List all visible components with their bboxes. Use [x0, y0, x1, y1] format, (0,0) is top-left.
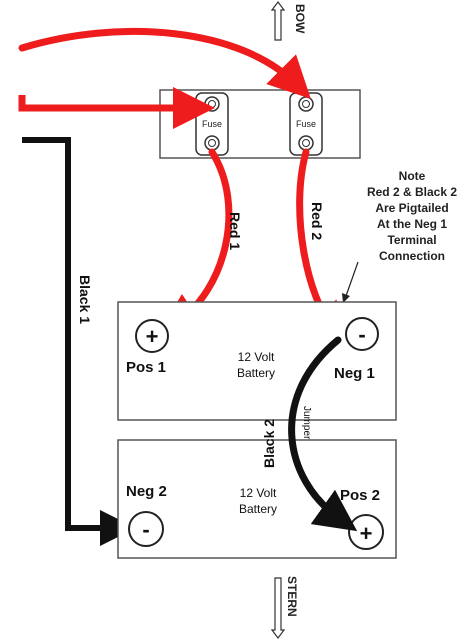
battery-1 [117, 301, 397, 421]
fuse-left-label: Fuse [202, 119, 222, 129]
battery-2-pos-terminal: + [348, 514, 384, 550]
note-line-3: Are Pigtailed [375, 201, 448, 215]
bow-arrow-icon [270, 0, 286, 41]
battery-2-neg-terminal: - [128, 511, 164, 547]
battery-2-pos-symbol: + [360, 521, 373, 546]
jumper-label: Jumper [301, 406, 312, 440]
note-line-1: Note [399, 169, 426, 183]
battery-2-neg-symbol: - [142, 517, 149, 542]
fuse-right-label: Fuse [296, 119, 316, 129]
note-pointer-arrowhead [342, 293, 350, 303]
black-1-wire [22, 137, 136, 546]
note-line-4: At the Neg 1 [377, 217, 447, 231]
fuse-left: Fuse [195, 92, 229, 156]
red-1-wire [158, 148, 233, 335]
bow-label: BOW [293, 4, 307, 34]
fuse-block [159, 89, 361, 159]
battery-1-battery-label: Battery [237, 366, 275, 380]
black-1-label: Black 1 [77, 275, 93, 324]
battery-1-pos-label: Pos 1 [126, 359, 166, 376]
note-block: Note Red 2 & Black 2 Are Pigtailed At th… [367, 169, 457, 263]
battery-1-volt-label: 12 Volt [238, 350, 275, 364]
fuse-right: Fuse [289, 92, 323, 156]
red-feed-wire-top [18, 28, 311, 99]
stern-label: STERN [285, 576, 299, 617]
note-line-6: Connection [379, 249, 445, 263]
battery-1-neg-symbol: - [358, 322, 365, 347]
red-feed-wire-middle [18, 87, 215, 129]
stern-arrow-icon [270, 577, 286, 639]
red-1-label: Red 1 [227, 212, 243, 250]
battery-2-pos-label: Pos 2 [340, 487, 380, 504]
battery-1-neg-label: Neg 1 [334, 365, 375, 382]
battery-1-pos-symbol: + [146, 324, 159, 349]
black-2-label: Black 2 [261, 419, 277, 468]
battery-2-neg-label: Neg 2 [126, 483, 167, 500]
battery-1-neg-terminal: - [345, 317, 379, 351]
black-2-jumper-wire [288, 336, 358, 532]
note-line-2: Red 2 & Black 2 [367, 185, 457, 199]
note-line-5: Terminal [387, 233, 436, 247]
red-2-label: Red 2 [309, 202, 325, 240]
battery-2-volt-label: 12 Volt [240, 486, 277, 500]
battery-1-pos-terminal: + [135, 319, 169, 353]
note-pointer-arrow [345, 261, 359, 297]
battery-2-battery-label: Battery [239, 502, 277, 516]
